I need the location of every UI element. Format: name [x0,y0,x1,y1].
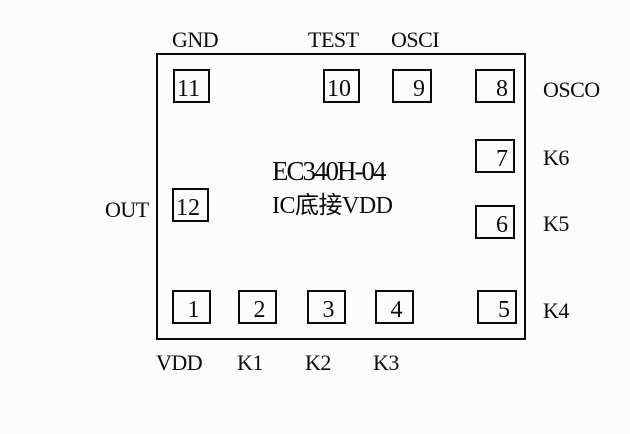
signal-label-out: OUT [105,197,149,222]
pin-number: 11 [177,76,201,103]
pin-box-9: 9 [392,69,432,103]
pin-box-5: 5 [477,290,517,324]
chip-note: IC底接VDD [272,193,393,219]
signal-label-k5: K5 [543,211,569,236]
signal-label-k6: K6 [543,145,569,170]
signal-label-osci: OSCI [391,27,440,52]
signal-label-k2: K2 [305,350,331,375]
pin-number: 1 [187,297,200,324]
pin-number: 9 [413,76,425,103]
pin-box-2: 2 [238,290,277,324]
pin-number: 10 [327,76,351,103]
signal-label-k3: K3 [373,350,399,375]
pin-box-6: 6 [475,205,515,239]
pin-number: 3 [322,297,335,324]
pin-number: 8 [496,76,508,103]
signal-label-k1: K1 [237,350,263,375]
pin-number: 7 [496,146,508,173]
pin-number: 12 [176,195,200,222]
chip-center-text: EC340H-04 IC底接VDD [272,156,393,219]
pin-number: 4 [390,297,403,324]
signal-label-k4: K4 [543,298,569,323]
pin-box-11: 11 [173,69,210,103]
pin-box-4: 4 [375,290,414,324]
signal-label-osco: OSCO [543,77,600,102]
signal-label-vdd: VDD [156,350,203,375]
pin-number: 6 [496,212,508,239]
pin-box-12: 12 [172,188,209,222]
ic-chip-body [156,53,526,340]
pin-number: 5 [498,297,510,324]
pin-box-3: 3 [307,290,346,324]
pin-number: 2 [253,297,266,324]
chip-part-number: EC340H-04 [272,156,386,186]
signal-label-gnd: GND [172,27,219,52]
pin-box-8: 8 [475,69,515,103]
pin-box-1: 1 [172,290,211,324]
pin-box-7: 7 [475,139,515,173]
signal-label-test: TEST [308,27,359,52]
pin-box-10: 10 [323,69,360,103]
